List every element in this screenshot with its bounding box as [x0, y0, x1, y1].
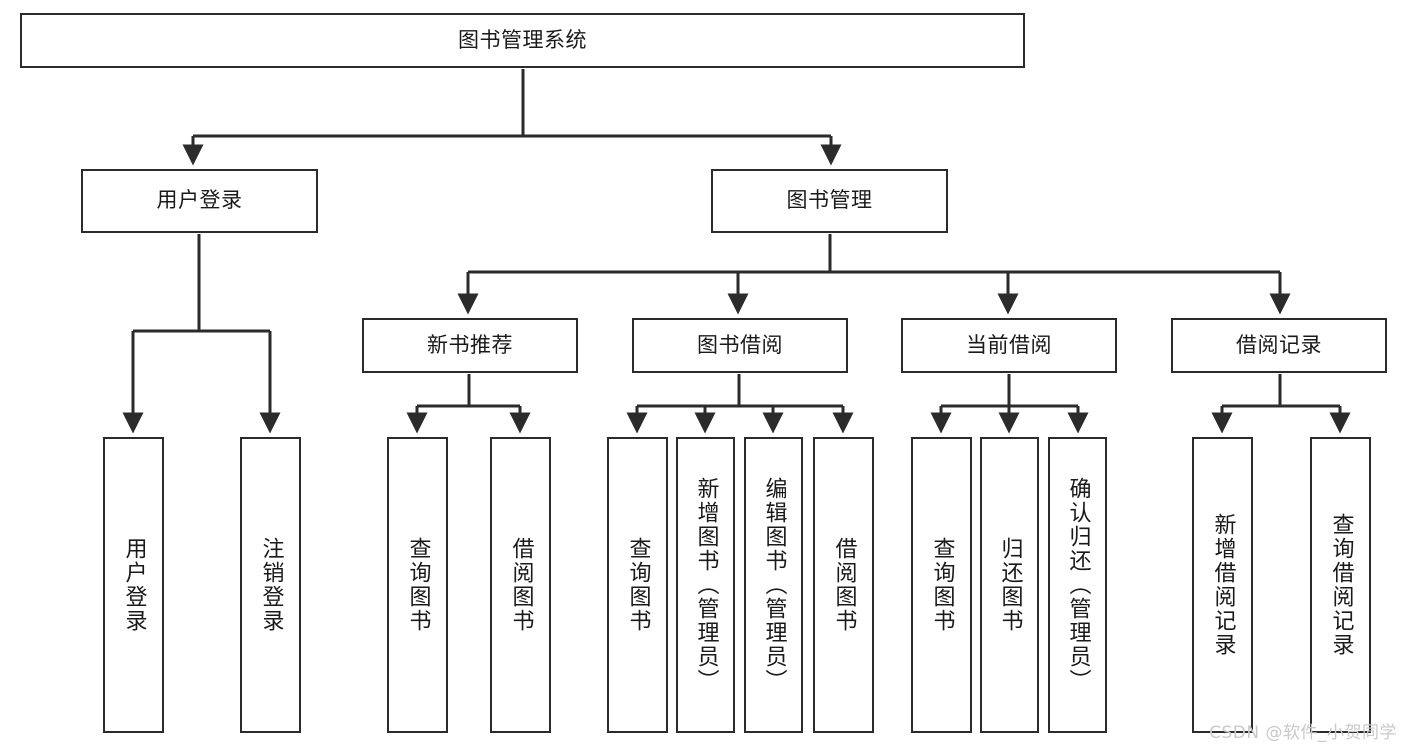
node-root-label: 图书管理系统 — [458, 27, 587, 52]
node-leaf-query-book-2-label: 查询图书 — [625, 537, 651, 633]
node-leaf-borrow-book-1-label: 借阅图书 — [508, 537, 534, 633]
node-current-borrow[interactable]: 当前借阅 — [901, 318, 1117, 373]
node-leaf-return-book[interactable]: 归还图书 — [980, 437, 1039, 733]
node-leaf-add-book-label: 新增图书（管理员） — [693, 477, 719, 693]
node-leaf-query-record-label: 查询借阅记录 — [1328, 513, 1354, 657]
node-leaf-add-record[interactable]: 新增借阅记录 — [1192, 437, 1253, 733]
node-leaf-logout-login[interactable]: 注销登录 — [240, 437, 301, 733]
node-leaf-add-record-label: 新增借阅记录 — [1210, 513, 1236, 657]
node-leaf-query-book-3-label: 查询图书 — [929, 537, 955, 633]
node-borrow-record-label: 借阅记录 — [1236, 332, 1322, 357]
node-book-borrow[interactable]: 图书借阅 — [632, 318, 848, 373]
node-new-book-recommend-label: 新书推荐 — [427, 332, 513, 357]
node-borrow-record[interactable]: 借阅记录 — [1171, 318, 1387, 373]
node-leaf-query-book-1-label: 查询图书 — [405, 537, 431, 633]
node-user-login[interactable]: 用户登录 — [81, 169, 318, 233]
node-new-book-recommend[interactable]: 新书推荐 — [362, 318, 578, 373]
node-leaf-query-book-3[interactable]: 查询图书 — [911, 437, 972, 733]
node-leaf-edit-book-label: 编辑图书（管理员） — [761, 477, 787, 693]
node-leaf-return-book-label: 归还图书 — [997, 537, 1023, 633]
node-book-manage[interactable]: 图书管理 — [711, 169, 948, 233]
node-leaf-borrow-book-1[interactable]: 借阅图书 — [490, 437, 551, 733]
node-leaf-confirm-return[interactable]: 确认归还（管理员） — [1048, 437, 1107, 733]
node-leaf-query-record[interactable]: 查询借阅记录 — [1310, 437, 1371, 733]
node-leaf-confirm-return-label: 确认归还（管理员） — [1065, 477, 1091, 693]
node-leaf-user-login-label: 用户登录 — [121, 537, 147, 633]
csdn-watermark: CSDN @软件_小贺同学 — [1209, 723, 1397, 743]
node-leaf-user-login[interactable]: 用户登录 — [103, 437, 164, 733]
node-user-login-label: 用户登录 — [156, 188, 243, 213]
node-root[interactable]: 图书管理系统 — [20, 13, 1025, 68]
node-leaf-query-book-2[interactable]: 查询图书 — [607, 437, 668, 733]
node-current-borrow-label: 当前借阅 — [966, 332, 1052, 357]
node-leaf-query-book-1[interactable]: 查询图书 — [387, 437, 448, 733]
node-leaf-borrow-book-2-label: 借阅图书 — [831, 537, 857, 633]
node-leaf-edit-book[interactable]: 编辑图书（管理员） — [744, 437, 803, 733]
node-leaf-borrow-book-2[interactable]: 借阅图书 — [813, 437, 874, 733]
node-book-manage-label: 图书管理 — [786, 188, 873, 213]
node-leaf-add-book[interactable]: 新增图书（管理员） — [676, 437, 735, 733]
node-book-borrow-label: 图书借阅 — [697, 332, 783, 357]
node-leaf-logout-login-label: 注销登录 — [258, 537, 284, 633]
